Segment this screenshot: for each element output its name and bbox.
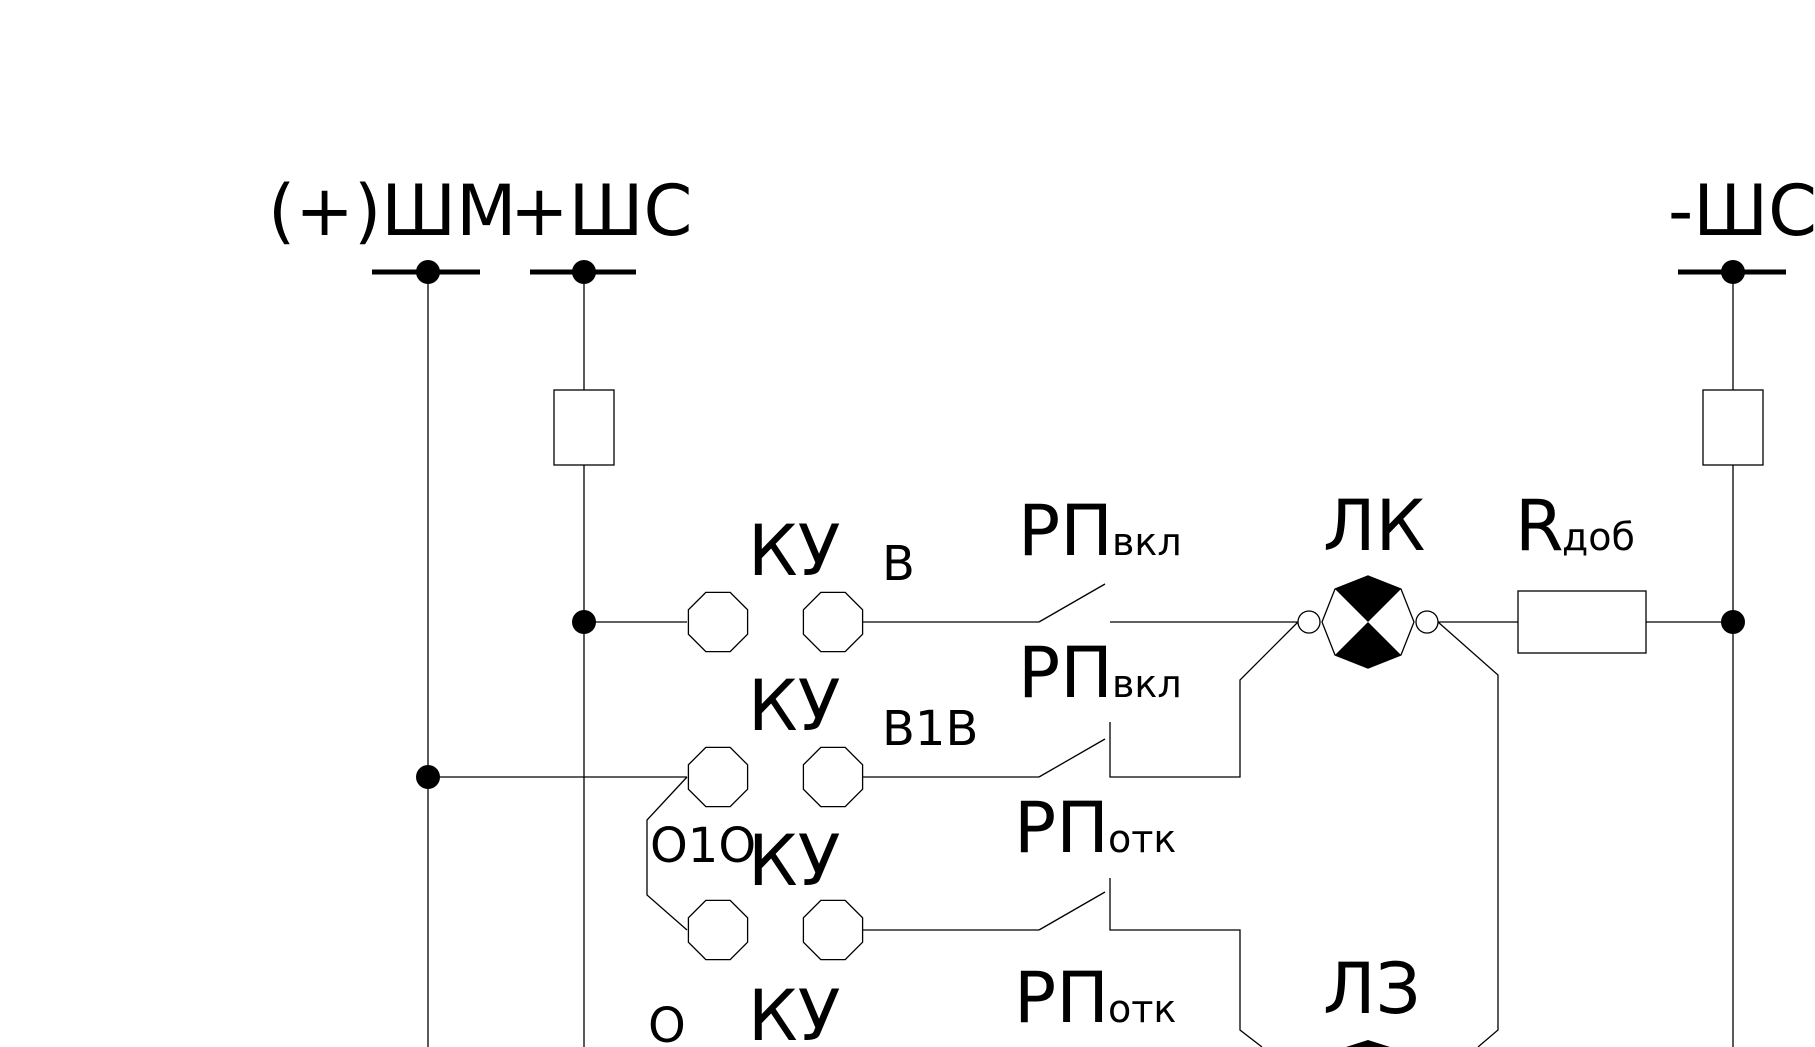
relay-sub-rp-vkl-2: вкл xyxy=(1112,662,1182,706)
contact-ku-row1-left xyxy=(687,591,749,653)
lamp-lk-left-terminal xyxy=(1297,610,1321,634)
fuse-plus-shs xyxy=(553,389,615,466)
contact-ku-row3-left xyxy=(687,899,749,961)
ku-label-4: КУ xyxy=(748,975,840,1047)
bus-label-plus-shs: +ШС xyxy=(510,170,692,252)
relay-contact-rp-vkl-2 xyxy=(1038,738,1106,778)
relay-label-rp-vkl-2: РП xyxy=(1018,632,1113,714)
lamp-lk-right-terminal xyxy=(1415,610,1439,634)
ku-label-3: КУ xyxy=(748,820,840,902)
resistor-rdob xyxy=(1517,590,1647,654)
wire-row3-to-lamp-lz xyxy=(1109,878,1263,1047)
contact-ku-row2-left xyxy=(687,746,749,808)
position-label-o: О xyxy=(648,998,686,1047)
relay-sub-rp-vkl-1: вкл xyxy=(1112,520,1182,564)
ku-label-1: КУ xyxy=(748,510,840,592)
relay-label-rp-vkl-1: РП xyxy=(1018,490,1113,572)
resistor-label-sub: доб xyxy=(1562,515,1635,559)
position-label-o1o: О1О xyxy=(650,818,756,874)
relay-sub-rp-otk-2: отк xyxy=(1108,987,1176,1031)
lamp-label-lk: ЛК xyxy=(1323,485,1425,567)
resistor-label-main: R xyxy=(1515,485,1564,567)
position-label-b1b: В1В xyxy=(882,701,978,757)
relay-contact-rp-vkl-1 xyxy=(1038,583,1106,623)
relay-label-rp-otk-1: РП xyxy=(1014,787,1109,869)
lamp-lk-icon xyxy=(1321,575,1415,669)
relay-contact-rp-otk-1 xyxy=(1038,891,1106,931)
wire-row2-to-lamp xyxy=(1109,621,1299,778)
position-label-v: В xyxy=(882,536,915,592)
ku-label-2: КУ xyxy=(748,665,840,747)
bus-label-minus-shs: -ШС xyxy=(1668,170,1815,252)
wire-o1o-link xyxy=(646,776,688,931)
relay-sub-rp-otk-1: отк xyxy=(1108,817,1176,861)
contact-ku-row1-right xyxy=(802,591,864,653)
lamp-label-lz: ЛЗ xyxy=(1323,948,1421,1030)
lamp-lz-icon xyxy=(1346,1040,1390,1047)
fuse-minus-shs xyxy=(1702,389,1764,466)
bus-label-plus-shm: (+)ШМ xyxy=(268,170,517,252)
control-key-contacts xyxy=(687,591,864,961)
contact-ku-row2-right xyxy=(802,746,864,808)
relay-label-rp-otk-2: РП xyxy=(1014,957,1109,1039)
contact-ku-row3-right xyxy=(802,899,864,961)
wire-lamp-return xyxy=(1437,621,1499,1047)
